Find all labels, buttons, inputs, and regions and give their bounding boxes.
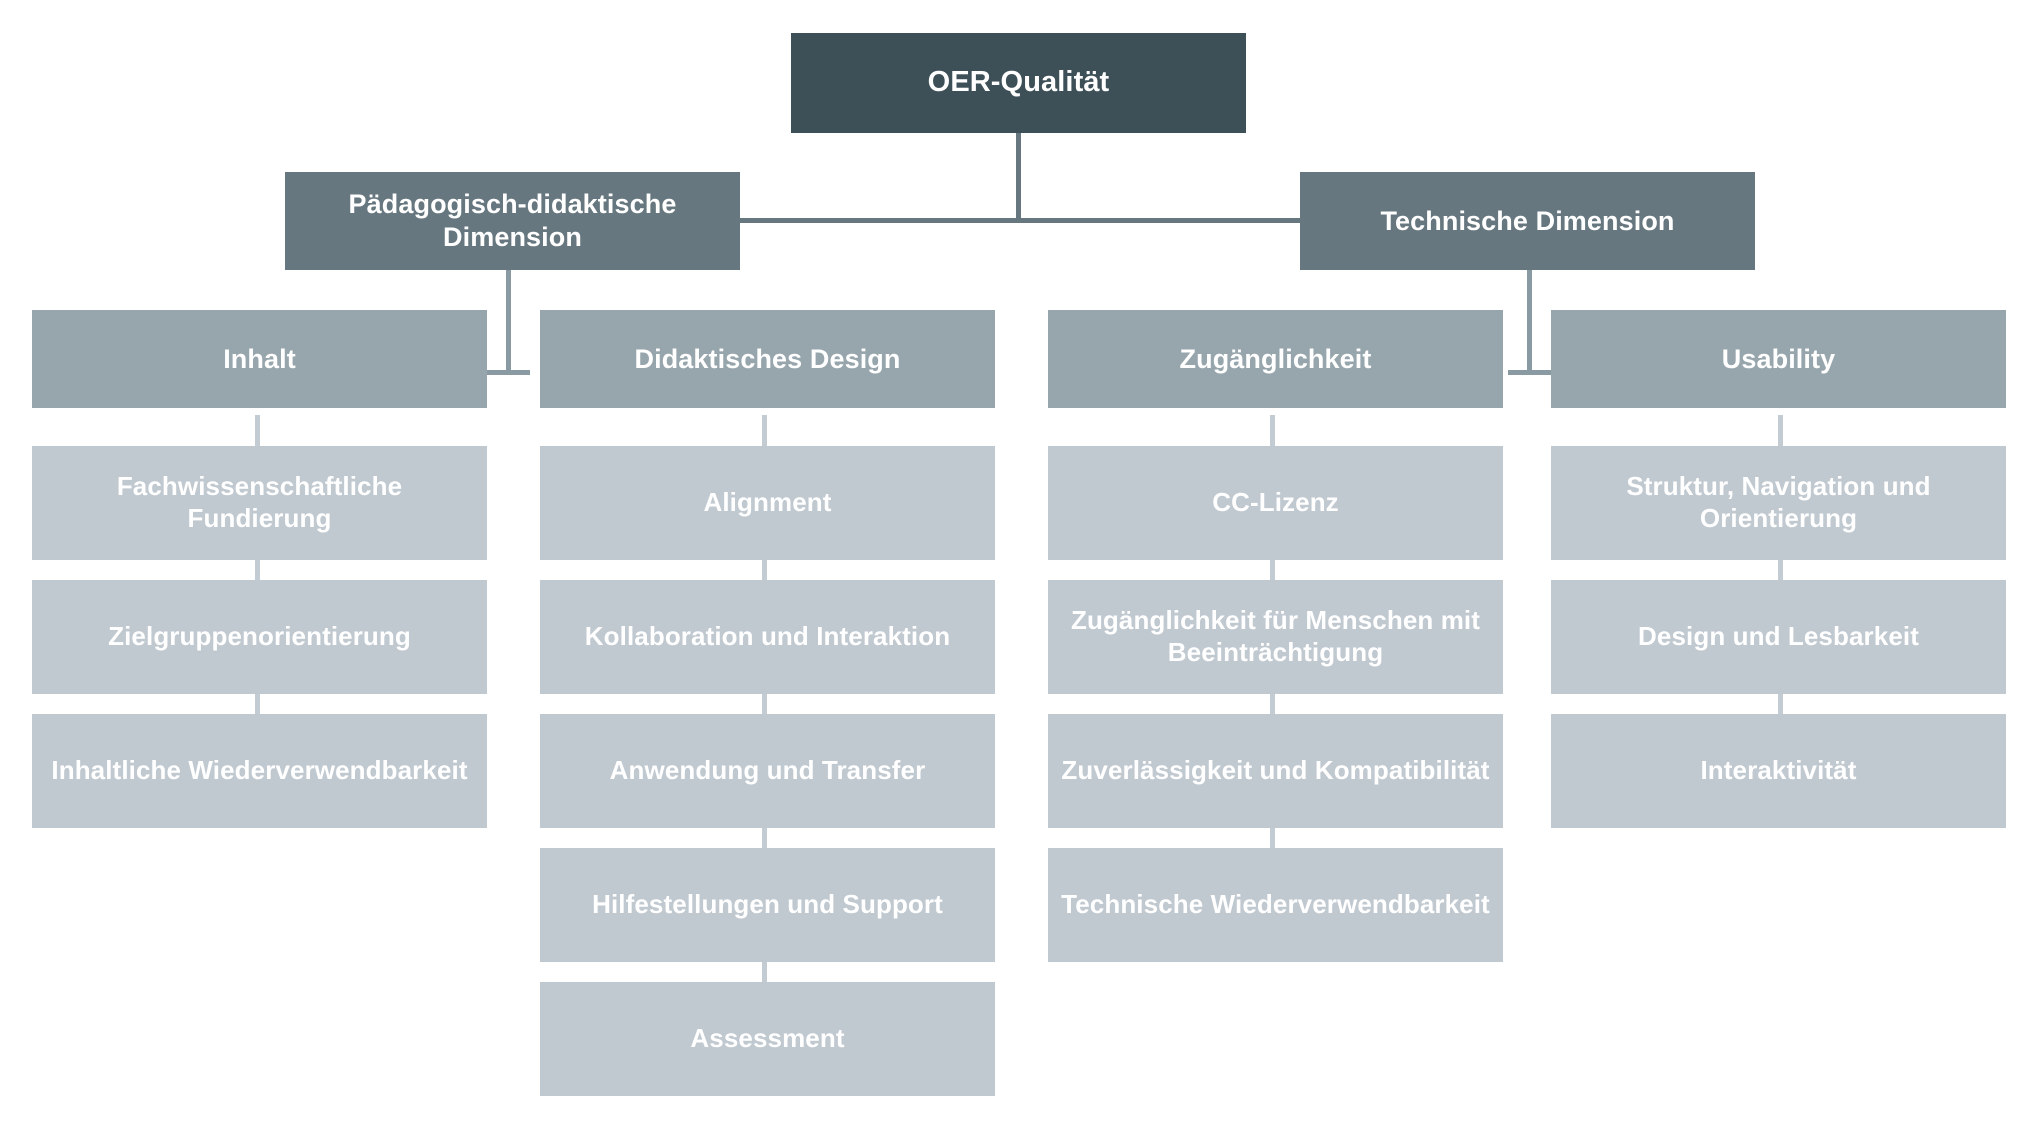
node-root-oer-qualitaet[interactable]: OER-Qualität (791, 33, 1246, 133)
connector-root-vertical (1016, 133, 1021, 220)
node-criterion[interactable]: Design und Lesbarkeit (1551, 580, 2006, 694)
node-criterion[interactable]: Struktur, Navigation und Orientierung (1551, 446, 2006, 560)
node-criterion[interactable]: Technische Wiederverwendbarkeit (1048, 848, 1503, 962)
node-criterion[interactable]: Hilfestellungen und Support (540, 848, 995, 962)
node-criterion[interactable]: Anwendung und Transfer (540, 714, 995, 828)
connector-dimension-spine (740, 218, 1307, 223)
node-category-zugaenglichkeit[interactable]: Zugänglichkeit (1048, 310, 1503, 408)
node-criterion[interactable]: Interaktivität (1551, 714, 2006, 828)
node-criterion[interactable]: Fachwissenschaftliche Fundierung (32, 446, 487, 560)
node-criterion[interactable]: Assessment (540, 982, 995, 1096)
connector-technical-vertical (1527, 270, 1532, 373)
connector-pedagogic-vertical (506, 270, 511, 373)
node-category-inhalt[interactable]: Inhalt (32, 310, 487, 408)
node-criterion[interactable]: Zugänglichkeit für Menschen mit Beeinträ… (1048, 580, 1503, 694)
node-category-didaktisches-design[interactable]: Didaktisches Design (540, 310, 995, 408)
connector-spine-to-pedagogic (740, 218, 746, 223)
node-criterion[interactable]: Kollaboration und Interaktion (540, 580, 995, 694)
node-criterion[interactable]: Zuverlässigkeit und Kompatibilität (1048, 714, 1503, 828)
node-category-usability[interactable]: Usability (1551, 310, 2006, 408)
connector-pedagogic-crossbar (487, 370, 530, 375)
node-dimension-technical[interactable]: Technische Dimension (1300, 172, 1755, 270)
node-criterion[interactable]: Inhaltliche Wiederverwendbarkeit (32, 714, 487, 828)
node-criterion[interactable]: Alignment (540, 446, 995, 560)
node-dimension-pedagogic[interactable]: Pädagogisch-didaktische Dimension (285, 172, 740, 270)
node-criterion[interactable]: Zielgruppenorientierung (32, 580, 487, 694)
connector-technical-crossbar (1508, 370, 1551, 375)
node-criterion[interactable]: CC-Lizenz (1048, 446, 1503, 560)
